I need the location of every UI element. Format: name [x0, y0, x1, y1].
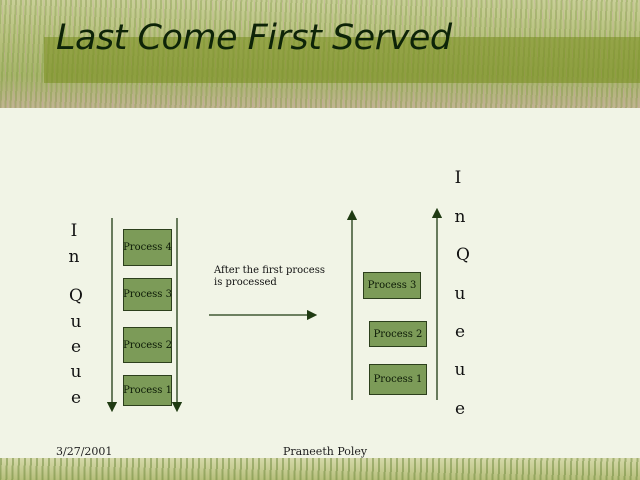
right-queue-letter: Q [456, 245, 470, 265]
left-process-box: Process 4 [123, 229, 172, 266]
left-process-box: Process 2 [123, 327, 172, 363]
left-queue-letter: e [70, 337, 82, 357]
right-process-box: Process 2 [369, 321, 427, 347]
left-queue-letter: u [70, 362, 82, 382]
left-process-box: Process 3 [123, 278, 172, 311]
slide-title: Last Come First Served [56, 18, 452, 58]
right-queue-letter: I [454, 168, 462, 188]
footer-date: 3/27/2001 [56, 445, 113, 458]
left-queue-letter: I [70, 221, 78, 241]
right-queue-letter: e [454, 322, 466, 342]
right-process-box: Process 3 [363, 272, 421, 299]
left-queue-letter: u [70, 312, 82, 332]
right-queue-letter: u [454, 284, 466, 304]
left-queue-letter: Q [69, 286, 83, 306]
right-process-box: Process 1 [369, 364, 427, 395]
right-queue-letter: n [454, 207, 466, 227]
left-queue-letter: e [70, 388, 82, 408]
footer-strip [0, 458, 640, 480]
right-queue-letter: u [454, 360, 466, 380]
right-queue-letter: e [454, 399, 466, 419]
left-queue-letter: n [68, 247, 80, 267]
footer-author: Praneeth Poley [283, 445, 368, 458]
transition-note: After the first process is processed [214, 265, 325, 288]
title-highlight-bar [44, 37, 640, 83]
left-process-box: Process 1 [123, 375, 172, 406]
